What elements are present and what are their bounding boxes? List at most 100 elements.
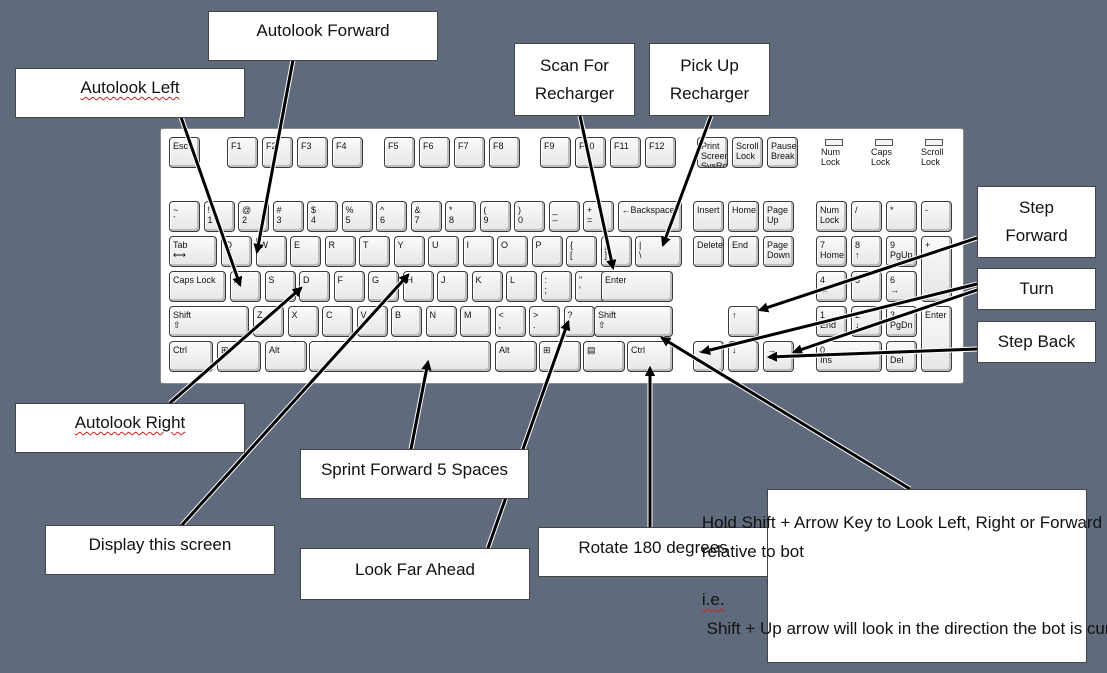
key-numpad-1: / [851, 201, 882, 232]
key-arrow-up: ↑ [728, 306, 759, 337]
callout-text: Display this screen [88, 535, 232, 554]
key-top-8: O [497, 236, 528, 267]
key-numpad-4: 7 Home [816, 236, 847, 267]
callout-step-back: Step Back [977, 321, 1096, 363]
key-enter: Enter [601, 271, 673, 302]
key-f8: F8 [489, 137, 520, 168]
lock-light [825, 139, 843, 146]
key-shift-row-6: M [460, 306, 491, 337]
key-esc: Esc [169, 137, 200, 168]
shift-note-body: Hold Shift + Arrow Key to Look Left, Rig… [690, 503, 1107, 649]
callout-pick-up-recharger: Pick Up Recharger [649, 43, 770, 116]
key-f6: F6 [419, 137, 450, 168]
key-top-9: P [531, 236, 563, 267]
key-numpad-6: 9 PgUp [886, 236, 917, 267]
callout-shift-note: Hold Shift + Arrow Key to Look Left, Rig… [702, 489, 1107, 663]
key-top-3: R [324, 236, 356, 267]
callout-text: Pick Up Recharger [669, 55, 750, 103]
key-num-6: ^ 6 [376, 201, 407, 232]
key-space [309, 341, 491, 372]
key-home-7: K [471, 271, 503, 302]
key-numpad-3: - [921, 201, 952, 232]
key-shift-row-2: C [322, 306, 353, 337]
key-f11: F11 [610, 137, 641, 168]
key-system-1: Scroll Lock [732, 137, 763, 168]
key-home-9: : ; [540, 271, 572, 302]
shift-note-text: Hold Shift + Arrow Key to Look Left, Rig… [701, 513, 1103, 561]
key-bottom-2: Alt [265, 341, 307, 372]
key-home-3: F [333, 271, 365, 302]
callout-text: Rotate 180 degrees [578, 538, 728, 557]
lock-light [925, 139, 943, 146]
key-nav-2: Page Up [763, 201, 794, 232]
key-num-5: % 5 [341, 201, 373, 232]
key-num-3: # 3 [272, 201, 304, 232]
key-numpad-0: Num Lock [816, 201, 847, 232]
callout-scan-for-recharger: Scan For Recharger [514, 43, 635, 116]
key-num-7: & 7 [410, 201, 442, 232]
key-numpad-5: 8 ↑ [851, 236, 882, 267]
key-top-2: E [290, 236, 321, 267]
lock-light-label: Caps Lock [871, 147, 893, 167]
key-home-10: " ' [575, 271, 606, 302]
key-numpad-enter: Enter [921, 306, 952, 372]
key-f9: F9 [540, 137, 571, 168]
key-num-0: ~ ` [169, 201, 200, 232]
arrow-lines [168, 59, 978, 549]
key-nav-4: End [728, 236, 759, 267]
key-home-8: L [506, 271, 537, 302]
key-top-6: U [428, 236, 459, 267]
shift-example-prefix: i.e. [701, 590, 725, 609]
key-arrow-down: ↓ [728, 341, 759, 372]
key-tab: Tab ⟷ [169, 236, 217, 267]
key-home-6: J [437, 271, 468, 302]
key-top-12: | \ [635, 236, 682, 267]
key-f4: F4 [332, 137, 363, 168]
key-f5: F5 [384, 137, 415, 168]
key-left-shift: Shift ⇧ [169, 306, 249, 337]
key-num-11: _ – [548, 201, 580, 232]
callout-autolook-left: Autolook Left [15, 68, 245, 118]
callout-display-screen: Display this screen [45, 525, 275, 575]
callout-autolook-forward: Autolook Forward [208, 11, 438, 61]
lock-light [875, 139, 893, 146]
key-f3: F3 [297, 137, 328, 168]
callout-text: Step Forward [1005, 198, 1068, 245]
lock-light-label: Num Lock [821, 147, 841, 167]
key-top-7: I [462, 236, 494, 267]
key-nav-1: Home [728, 201, 759, 232]
callout-text: Scan For Recharger [534, 55, 615, 103]
key-top-5: Y [393, 236, 425, 267]
key-num-8: * 8 [445, 201, 476, 232]
key-shift-row-1: X [287, 306, 319, 337]
key-bottom-4: Alt [495, 341, 537, 372]
callout-text: Turn [1019, 279, 1054, 298]
key-system-2: Pause Break [767, 137, 798, 168]
key-nav-3: Delete [693, 236, 724, 267]
callout-step-forward: Step Forward [977, 186, 1096, 258]
key-num-10: ) 0 [514, 201, 545, 232]
key-bottom-6: ▤ [583, 341, 625, 372]
callout-text: Autolook Right [74, 413, 186, 432]
callout-autolook-right: Autolook Right [15, 403, 245, 453]
lock-light-label: Scroll Lock [921, 147, 944, 167]
callout-text: Step Back [997, 332, 1076, 351]
key-shift-row-8: > . [529, 306, 560, 337]
callout-rotate-180: Rotate 180 degrees [538, 527, 768, 577]
callout-text: Autolook Left [80, 78, 180, 97]
callout-text: Sprint Forward 5 Spaces [320, 460, 509, 479]
key-right-shift: Shift ⇧ [594, 306, 673, 337]
key-f1: F1 [227, 137, 258, 168]
callout-turn: Turn [977, 268, 1096, 310]
key-nav-5: Page Down [763, 236, 794, 267]
key-shift-row-0: Z [253, 306, 284, 337]
key-numpad-2: * [886, 201, 917, 232]
callout-sprint-forward: Sprint Forward 5 Spaces [300, 449, 529, 499]
key-nav-0: Insert [693, 201, 724, 232]
key-top-10: { [ [566, 236, 597, 267]
shift-example-text: i.e. Shift + Up arrow will look in the d… [702, 586, 1107, 643]
key-bottom-0: Ctrl [169, 341, 213, 372]
key-numpad-del: . Del [886, 341, 917, 372]
